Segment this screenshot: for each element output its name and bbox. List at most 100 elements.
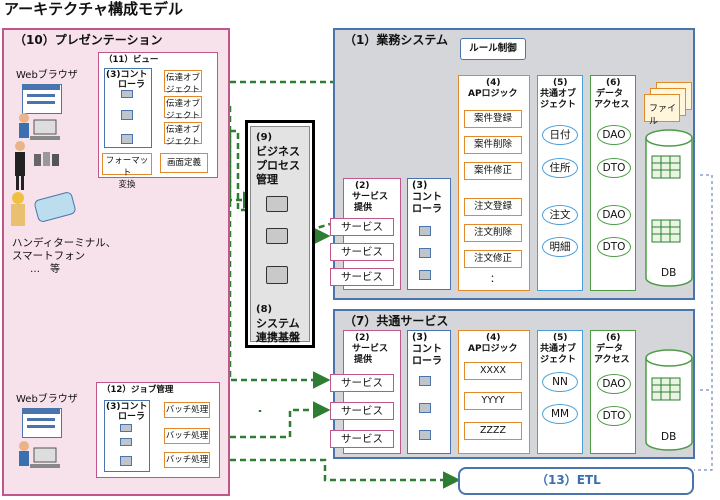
business-service-provide-1: サービス <box>352 192 389 202</box>
business-common-object-1: 共通オブ <box>540 89 577 99</box>
view-controller-step <box>121 110 133 120</box>
object-detail: 明細 <box>542 237 578 257</box>
common-controller-2: ローラ <box>412 356 442 367</box>
business-controller-1: コント <box>412 192 442 203</box>
view-controller-label-2: ローラ <box>118 80 146 90</box>
object-order: 注文 <box>542 205 578 225</box>
common-ap-item-3: ZZZZ <box>464 422 522 440</box>
common-data-access-2: アクセス <box>594 355 630 365</box>
bpm-step-2 <box>266 228 288 244</box>
presentation-title: （10）プレゼンテーション <box>14 33 163 47</box>
etl-box <box>458 467 694 495</box>
business-service-3: サービス <box>330 268 394 286</box>
browser-window-icon <box>22 84 62 114</box>
business-common-object-2: ジェクト <box>540 100 577 110</box>
common-service-provide-num: (2) <box>355 333 370 343</box>
object-date: 日付 <box>542 125 578 145</box>
common-data-access-num: (6) <box>606 333 621 343</box>
transfer-object-2: 伝達オブジェクト <box>164 96 202 121</box>
job-controller-step <box>120 456 132 466</box>
job-controller-step <box>120 438 132 446</box>
terminal-label-2: スマートフォン <box>12 250 86 262</box>
browser-window-icon <box>22 408 62 438</box>
common-aplogic-num: (4) <box>486 333 501 343</box>
business-dto-2: DTO <box>597 237 631 257</box>
common-service-title: （7）共通サービス <box>344 314 449 328</box>
view-controller-label-1: (3)コント <box>106 70 148 80</box>
bpm-title-3: 管理 <box>256 173 278 186</box>
business-service-2: サービス <box>330 243 394 261</box>
common-service-provide-1: サービス <box>352 344 389 354</box>
common-data-access-1: データ <box>596 344 624 354</box>
common-object-mm: MM <box>542 404 578 424</box>
business-common-object-num: (5) <box>553 78 568 88</box>
common-object-nn: NN <box>542 372 578 392</box>
bpm-step-3 <box>266 266 288 284</box>
batch-process-2: バッチ処理 <box>164 428 210 444</box>
web-browser-label-2: Webブラウザ <box>16 394 78 405</box>
bpm-title-2: プロセス <box>256 159 300 172</box>
business-controller-2: ローラ <box>412 204 442 215</box>
common-controller-step <box>419 403 431 413</box>
common-common-object-box <box>537 330 583 454</box>
business-aplogic-title: APロジック <box>468 89 518 99</box>
rule-control-box: ルール制御 <box>460 38 526 60</box>
common-controller-1: コント <box>412 344 442 355</box>
bpm-step-1 <box>266 196 288 212</box>
ap-item-case-modify: 案件修正 <box>464 162 522 180</box>
view-controller-step <box>121 90 133 98</box>
ap-item-order-modify: 注文修正 <box>464 250 522 268</box>
common-controller-num: (3) <box>412 332 428 343</box>
transfer-object-3: 伝達オブジェクト <box>164 122 202 147</box>
handy-terminal-user-icon <box>6 190 81 236</box>
common-ap-item-2: YYYY <box>464 392 522 410</box>
common-dto: DTO <box>597 406 631 426</box>
business-aplogic-num: (4) <box>486 78 501 88</box>
common-ap-item-1: XXXX <box>464 362 522 380</box>
common-common-object-2: ジェクト <box>540 355 577 365</box>
job-controller-step <box>120 424 132 432</box>
common-service-1: サービス <box>330 374 394 392</box>
ap-item-case-register: 案件登録 <box>464 110 522 128</box>
bpm-number: (9) <box>256 132 273 143</box>
business-controller-step <box>419 248 431 258</box>
transfer-object-1: 伝達オブジェクト <box>164 70 202 95</box>
job-controller-label-1: (3)コント <box>106 402 148 412</box>
bpm-title-1: ビジネス <box>256 145 300 158</box>
common-service-provide-2: 提供 <box>354 355 373 365</box>
system-integration-title-2: 連携基盤 <box>256 331 300 344</box>
common-service-3: サービス <box>330 430 394 448</box>
common-controller-step <box>419 376 431 386</box>
business-data-access-num: (6) <box>606 78 621 88</box>
job-controller-label-2: ローラ <box>118 412 146 422</box>
terminal-label-1: ハンディターミナル、 <box>12 237 117 249</box>
ap-item-more: ： <box>490 274 500 285</box>
ap-item-order-delete: 注文削除 <box>464 224 522 242</box>
file-icon: ファイル <box>644 94 680 127</box>
business-data-access-1: データ <box>596 89 624 99</box>
business-service-provide-2: 提供 <box>354 203 373 213</box>
object-address: 住所 <box>542 158 578 178</box>
business-db-cylinder-icon <box>644 128 694 292</box>
common-common-object-1: 共通オブ <box>540 344 577 354</box>
format-conversion: フォーマット変換 <box>102 153 152 190</box>
common-service-2: サービス <box>330 402 394 420</box>
ap-item-order-register: 注文登録 <box>464 198 522 216</box>
business-dao-1: DAO <box>597 125 631 145</box>
common-aplogic-title: APロジック <box>468 344 518 354</box>
business-controller-step <box>419 270 431 280</box>
etl-label: （13）ETL <box>536 473 601 487</box>
system-integration-title-1: システム <box>256 317 300 330</box>
user-at-desk-icon <box>14 440 64 474</box>
common-controller-step <box>419 430 431 440</box>
view-title: （11）ビュー <box>104 55 159 65</box>
web-browser-label-1: Webブラウザ <box>16 70 78 81</box>
mobile-user-icon <box>10 140 65 204</box>
screen-definition: 画面定義 <box>160 153 208 173</box>
business-controller-step <box>419 226 431 236</box>
view-controller-step <box>121 134 133 144</box>
business-db-label: DB <box>661 267 677 279</box>
business-dao-2: DAO <box>597 205 631 225</box>
business-system-title: （1）業務システム <box>344 33 448 47</box>
business-common-object-box <box>537 75 583 291</box>
